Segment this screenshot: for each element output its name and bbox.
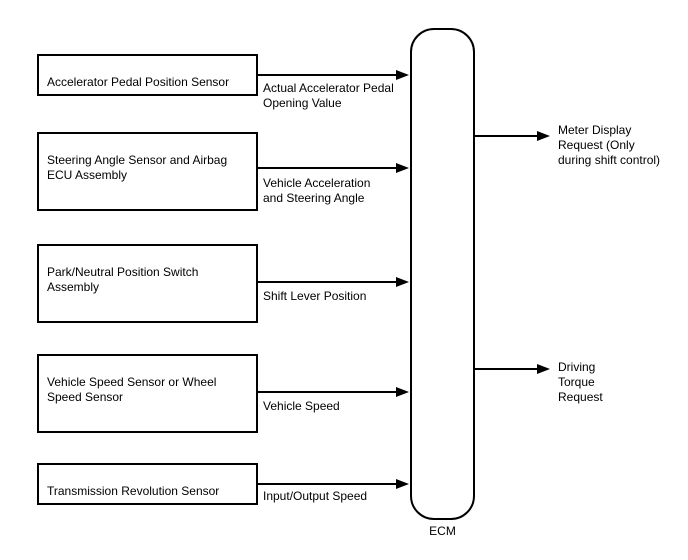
input-signal-label: Vehicle Acceleration and Steering Angle <box>263 176 371 205</box>
source-box-steering-angle: Steering Angle Sensor and Airbag ECU Ass… <box>37 132 258 211</box>
input-signal-label: Vehicle Speed <box>263 399 340 413</box>
source-box-accelerator-pedal: Accelerator Pedal Position Sensor <box>37 54 258 96</box>
arrow-right-icon <box>396 277 409 287</box>
input-signal-label: Shift Lever Position <box>263 289 367 303</box>
input-signal-label: Actual Accelerator Pedal Opening Value <box>263 81 394 110</box>
output-signal-label: Driving Torque Request <box>558 360 603 404</box>
arrow-right-icon <box>537 364 550 374</box>
source-box-park-neutral-switch: Park/Neutral Position Switch Assembly <box>37 244 258 323</box>
arrow-right-icon <box>396 479 409 489</box>
arrow-right-icon <box>396 70 409 80</box>
arrow-right-icon <box>396 387 409 397</box>
ecm-label: ECM <box>429 524 456 538</box>
source-box-vehicle-speed-sensor: Vehicle Speed Sensor or Wheel Speed Sens… <box>37 354 258 433</box>
source-box-label: Park/Neutral Position Switch Assembly <box>47 265 199 294</box>
arrow-right-icon <box>396 163 409 173</box>
source-box-transmission-revolution: Transmission Revolution Sensor <box>37 463 258 505</box>
input-arrow-line <box>258 281 397 283</box>
input-arrow-line <box>258 483 397 485</box>
source-box-label: Steering Angle Sensor and Airbag ECU Ass… <box>47 153 228 182</box>
ecm-block <box>410 28 475 520</box>
output-arrow-line <box>475 368 538 370</box>
source-box-label: Vehicle Speed Sensor or Wheel Speed Sens… <box>47 375 217 404</box>
input-arrow-line <box>258 167 397 169</box>
arrow-right-icon <box>537 131 550 141</box>
output-arrow-line <box>475 135 538 137</box>
input-arrow-line <box>258 391 397 393</box>
source-box-label: Accelerator Pedal Position Sensor <box>47 75 230 89</box>
source-box-label: Transmission Revolution Sensor <box>47 484 220 498</box>
output-signal-label: Meter Display Request (Only during shift… <box>558 123 661 167</box>
input-signal-label: Input/Output Speed <box>263 489 368 503</box>
input-arrow-line <box>258 74 397 76</box>
